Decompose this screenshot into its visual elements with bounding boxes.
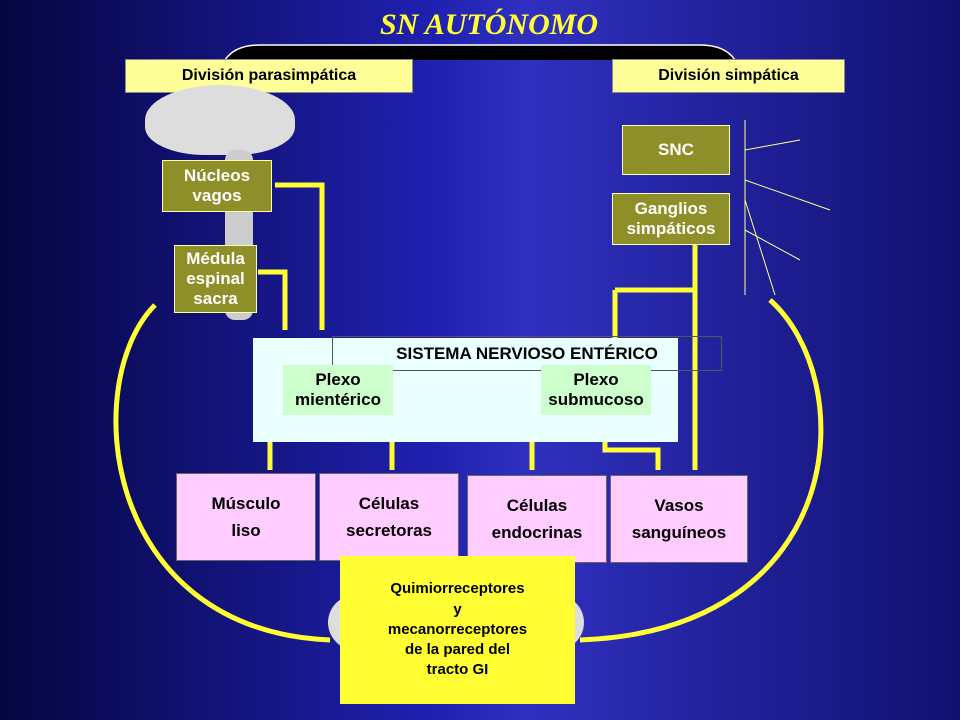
secretory-cells-box: Células secretoras [319, 473, 459, 561]
receptors-box: Quimiorreceptores y mecanorreceptores de… [340, 556, 575, 704]
endocrine-cells-box: Células endocrinas [467, 475, 607, 563]
brain-icon [145, 85, 295, 155]
sympathetic-label: División simpática [612, 59, 845, 93]
cns-box: SNC [622, 125, 730, 175]
sacral-cord-box: Médula espinal sacra [174, 245, 257, 313]
sympathetic-ganglia-box: Ganglios simpáticos [612, 193, 730, 245]
myenteric-plexus: Plexo mientérico [283, 365, 393, 415]
blood-vessels-box: Vasos sanguíneos [610, 475, 748, 563]
submucosal-plexus: Plexo submucoso [541, 365, 651, 415]
parasympathetic-label: División parasimpática [125, 59, 413, 93]
vagal-nuclei-box: Núcleos vagos [162, 160, 272, 212]
smooth-muscle-box: Músculo liso [176, 473, 316, 561]
enteric-system-label: SISTEMA NERVIOSO ENTÉRICO [332, 336, 722, 371]
title: SN AUTÓNOMO [380, 8, 599, 41]
